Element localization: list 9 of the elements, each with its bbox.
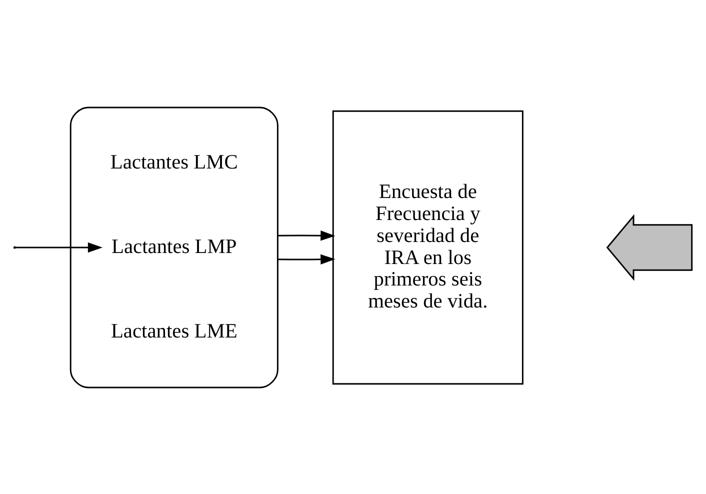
cluster bbox=[70, 106, 278, 388]
node-text: Lactantes LMC bbox=[110, 150, 238, 173]
arrow bbox=[278, 230, 336, 240]
node-text: Lactantes LMP bbox=[112, 235, 237, 258]
arrow bbox=[278, 254, 336, 264]
node-text: Lactantes LME bbox=[110, 320, 238, 342]
arrow bbox=[15, 242, 103, 252]
node-box: Encuesta de Frecuencia y severidad de IRA en los primeros seis meses de vida. bbox=[332, 110, 524, 384]
node-arrow bbox=[606, 214, 693, 280]
